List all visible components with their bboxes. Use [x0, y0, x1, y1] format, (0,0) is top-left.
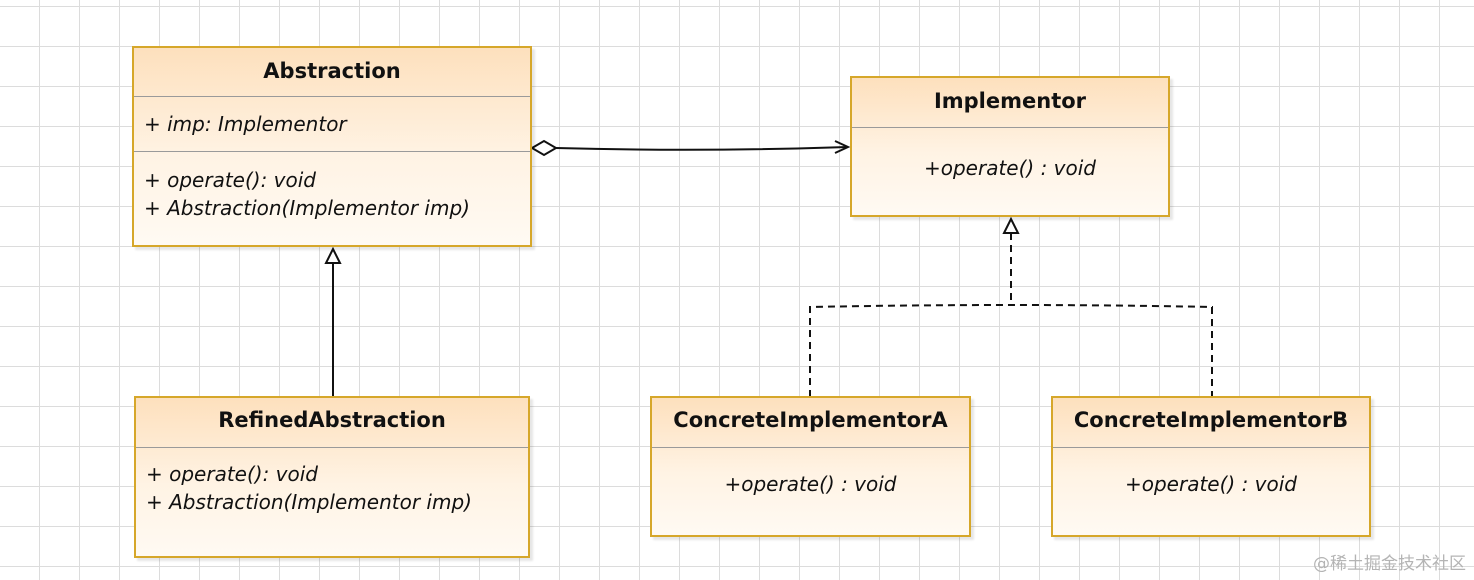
operation: + Abstraction(Implementor imp): [144, 196, 470, 220]
class-refined-abstraction[interactable]: RefinedAbstraction + operate(): void + A…: [134, 396, 530, 558]
operation: +operate() : void: [923, 156, 1096, 180]
realization-triangle: [1002, 216, 1020, 234]
class-name: ConcreteImplementorA: [652, 398, 969, 448]
operation: + operate(): void: [146, 462, 319, 486]
aggregation-arrowhead: [834, 140, 851, 154]
class-implementor[interactable]: Implementor +operate() : void: [850, 76, 1170, 217]
operation: +operate() : void: [1124, 472, 1297, 496]
generalization-triangle: [324, 246, 342, 264]
attributes-section: + imp: Implementor: [134, 97, 530, 152]
generalization-connector: [324, 246, 342, 396]
class-name: Abstraction: [134, 48, 530, 97]
operations-section: + operate(): void + Abstraction(Implemen…: [134, 152, 530, 222]
class-name: RefinedAbstraction: [136, 398, 528, 448]
class-concrete-implementor-a[interactable]: ConcreteImplementorA +operate() : void: [650, 396, 971, 537]
operation: + operate(): void: [144, 168, 317, 192]
class-abstraction[interactable]: Abstraction + imp: Implementor + operate…: [132, 46, 532, 247]
class-name: ConcreteImplementorB: [1053, 398, 1369, 448]
attribute: + imp: Implementor: [144, 112, 347, 136]
watermark: @稀土掘金技术社区: [1313, 554, 1466, 574]
realization-connector: [809, 216, 1213, 397]
class-name: Implementor: [852, 78, 1168, 128]
operations-section: +operate() : void: [652, 448, 969, 498]
class-concrete-implementor-b[interactable]: ConcreteImplementorB +operate() : void: [1051, 396, 1371, 537]
operation: + Abstraction(Implementor imp): [146, 490, 472, 514]
aggregation-connector: [530, 139, 851, 157]
aggregation-diamond: [530, 139, 558, 157]
operation: +operate() : void: [724, 472, 897, 496]
operations-section: +operate() : void: [1053, 448, 1369, 498]
operations-section: + operate(): void + Abstraction(Implemen…: [136, 448, 528, 516]
operations-section: +operate() : void: [852, 128, 1168, 182]
